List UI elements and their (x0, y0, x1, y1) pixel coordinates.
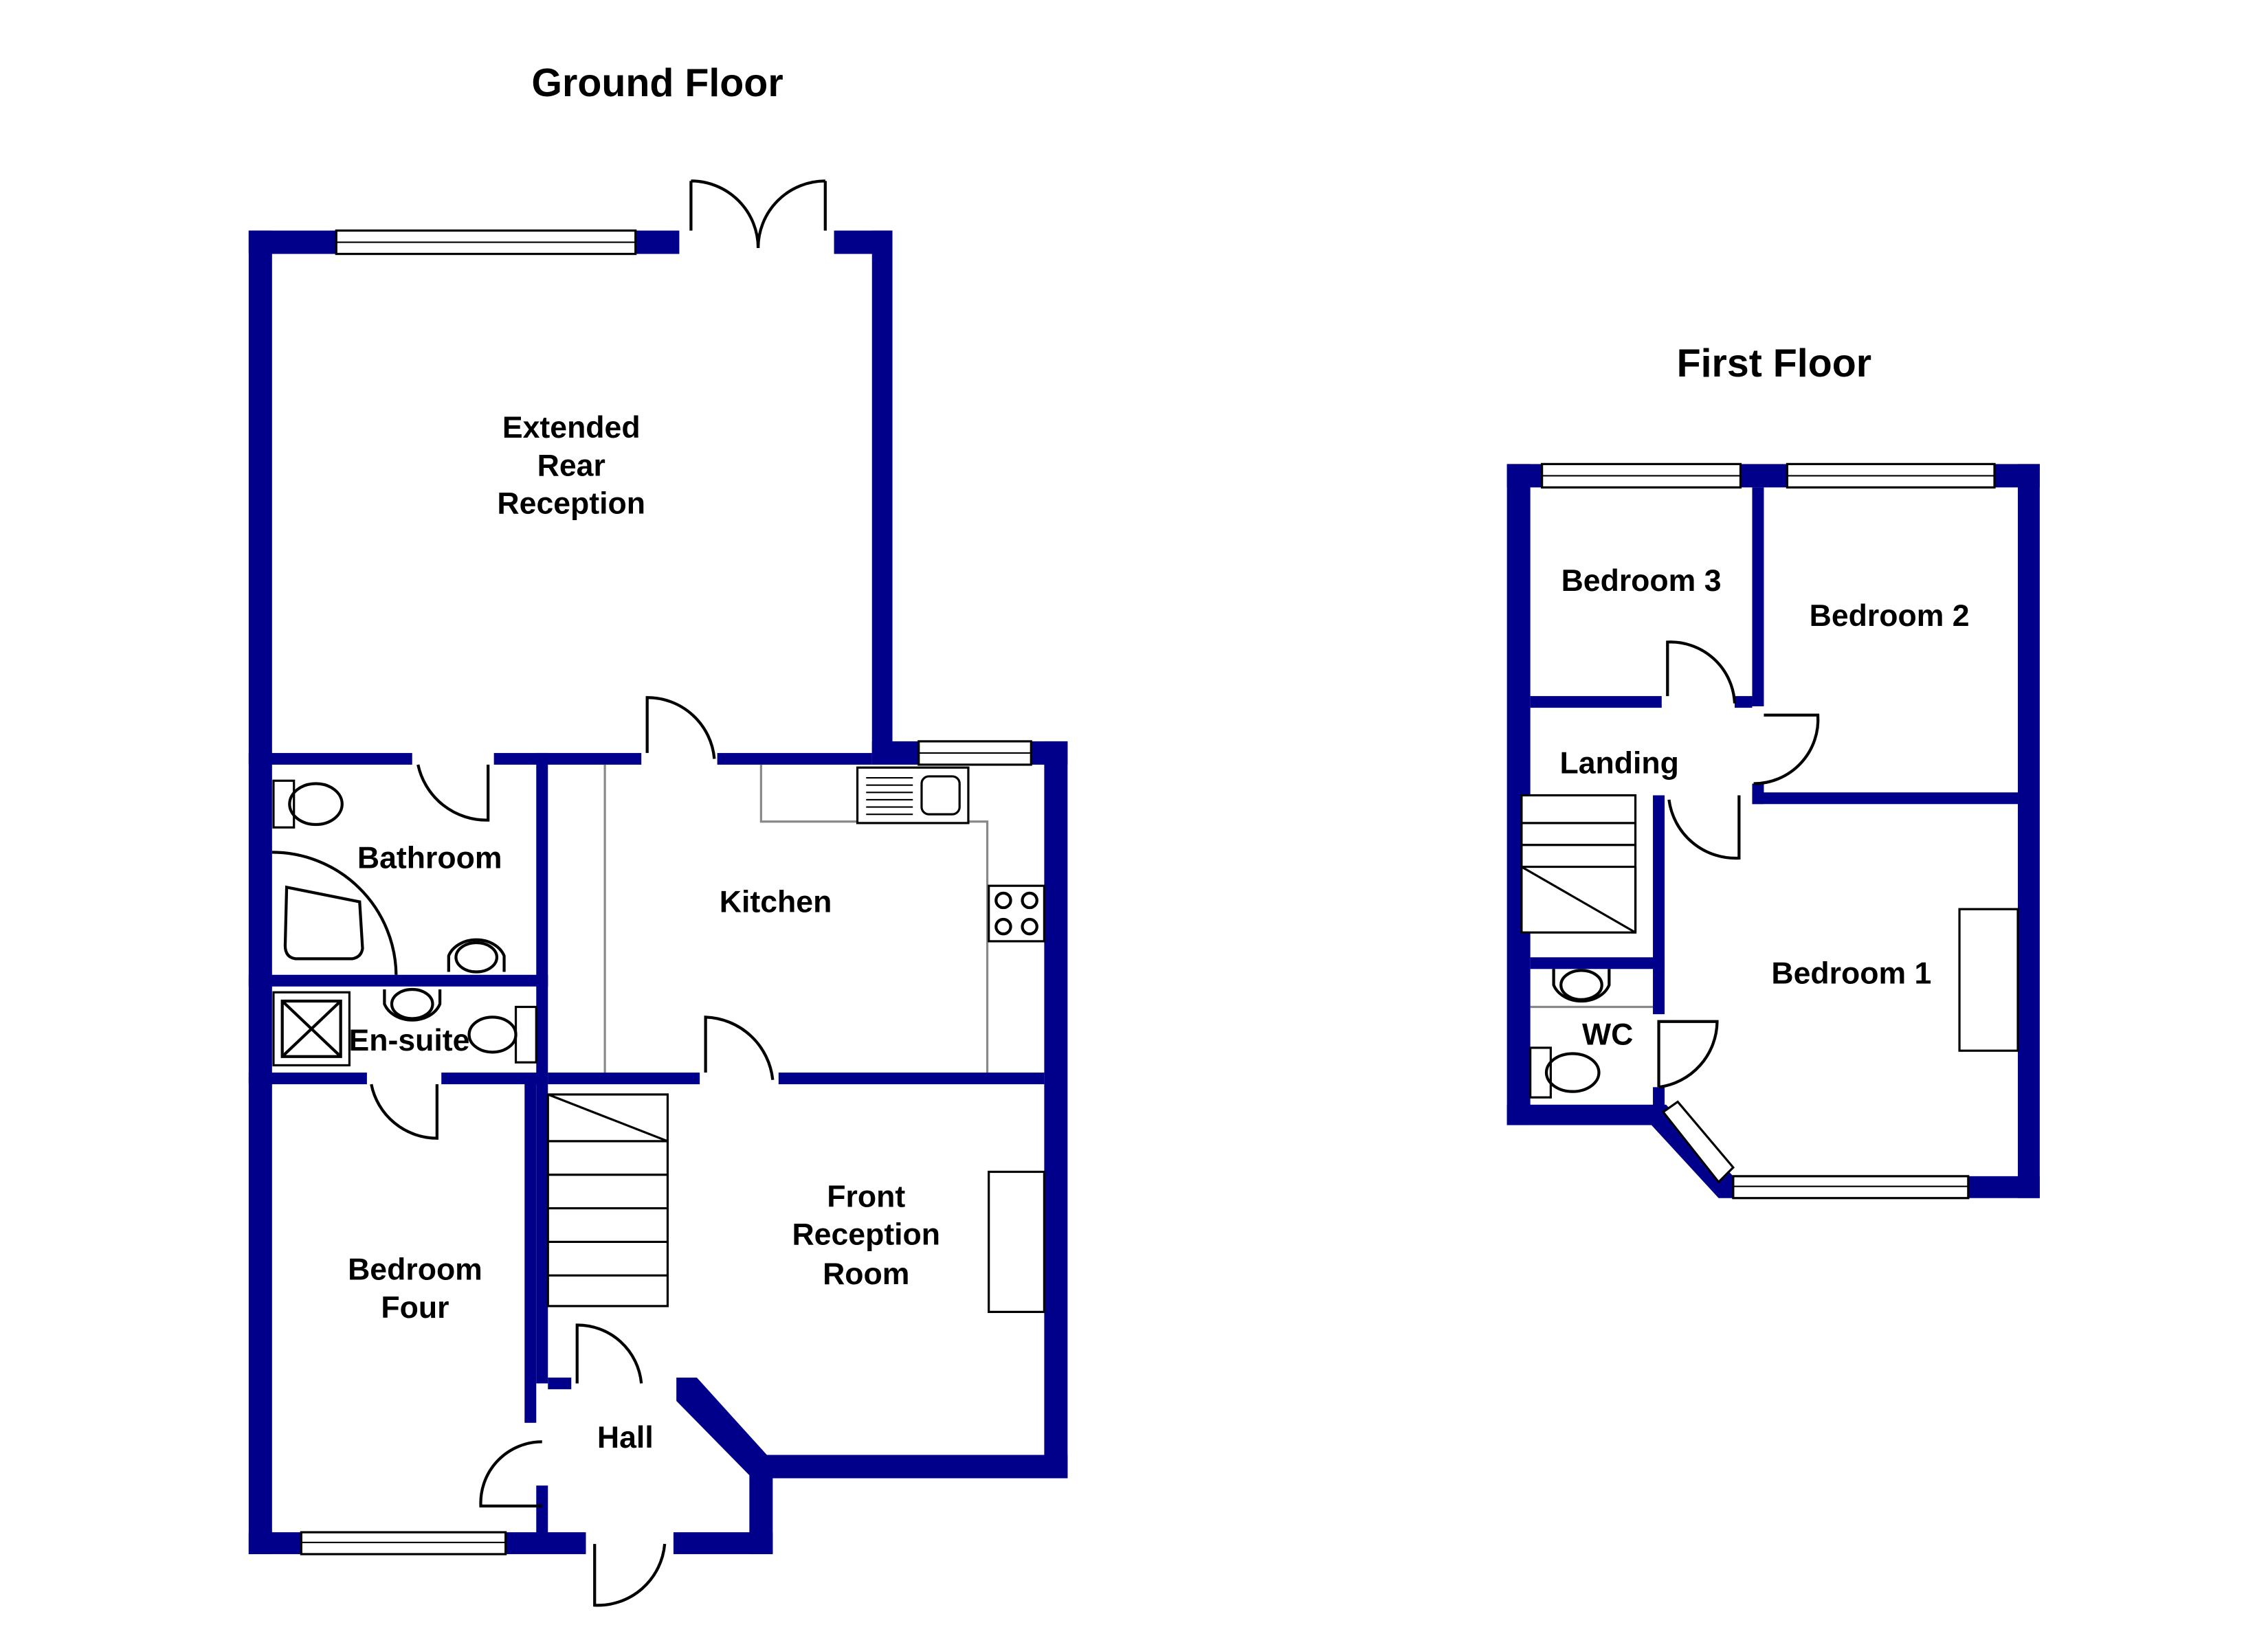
first-floor-room-labels: Bedroom 3 Bedroom 2 Landing Bedroom 1 WC (1559, 564, 1969, 1052)
room-label-bedroom-four-1: Bedroom (348, 1253, 482, 1287)
first-floor-doors (1657, 640, 1820, 1089)
room-label-extended-rear-reception-3: Reception (497, 487, 645, 521)
room-label-bathroom: Bathroom (357, 842, 502, 875)
ground-floor-room-labels: Extended Rear Reception Bathroom Kitchen… (348, 411, 940, 1455)
first-floor-title: First Floor (1677, 341, 1871, 385)
ground-floor-doors (370, 179, 827, 1607)
room-label-extended-rear-reception-1: Extended (502, 411, 641, 445)
room-label-wc: WC (1582, 1018, 1633, 1052)
ground-floor-title: Ground Floor (531, 61, 783, 105)
ground-floor-windows (300, 229, 1032, 1556)
room-label-front-reception-1: Front (827, 1180, 905, 1213)
first-floor-windows (1541, 462, 1996, 1200)
room-label-hall: Hall (597, 1421, 654, 1455)
room-label-en-suite: En-suite (349, 1024, 470, 1057)
room-label-bedroom-1: Bedroom 1 (1771, 957, 1931, 991)
room-label-kitchen: Kitchen (720, 885, 832, 919)
room-label-front-reception-3: Room (823, 1257, 909, 1291)
first-floor-fixtures (1520, 794, 2019, 1099)
room-label-bedroom-four-2: Four (381, 1291, 449, 1325)
room-label-bedroom-3: Bedroom 3 (1561, 564, 1722, 598)
room-label-landing: Landing (1559, 747, 1678, 781)
ground-floor-walls (248, 230, 1068, 1554)
ground-floor-fixtures (271, 764, 1045, 1313)
room-label-front-reception-2: Reception (792, 1218, 940, 1252)
room-label-extended-rear-reception-2: Rear (537, 449, 605, 482)
room-label-bedroom-2: Bedroom 2 (1810, 599, 1970, 633)
